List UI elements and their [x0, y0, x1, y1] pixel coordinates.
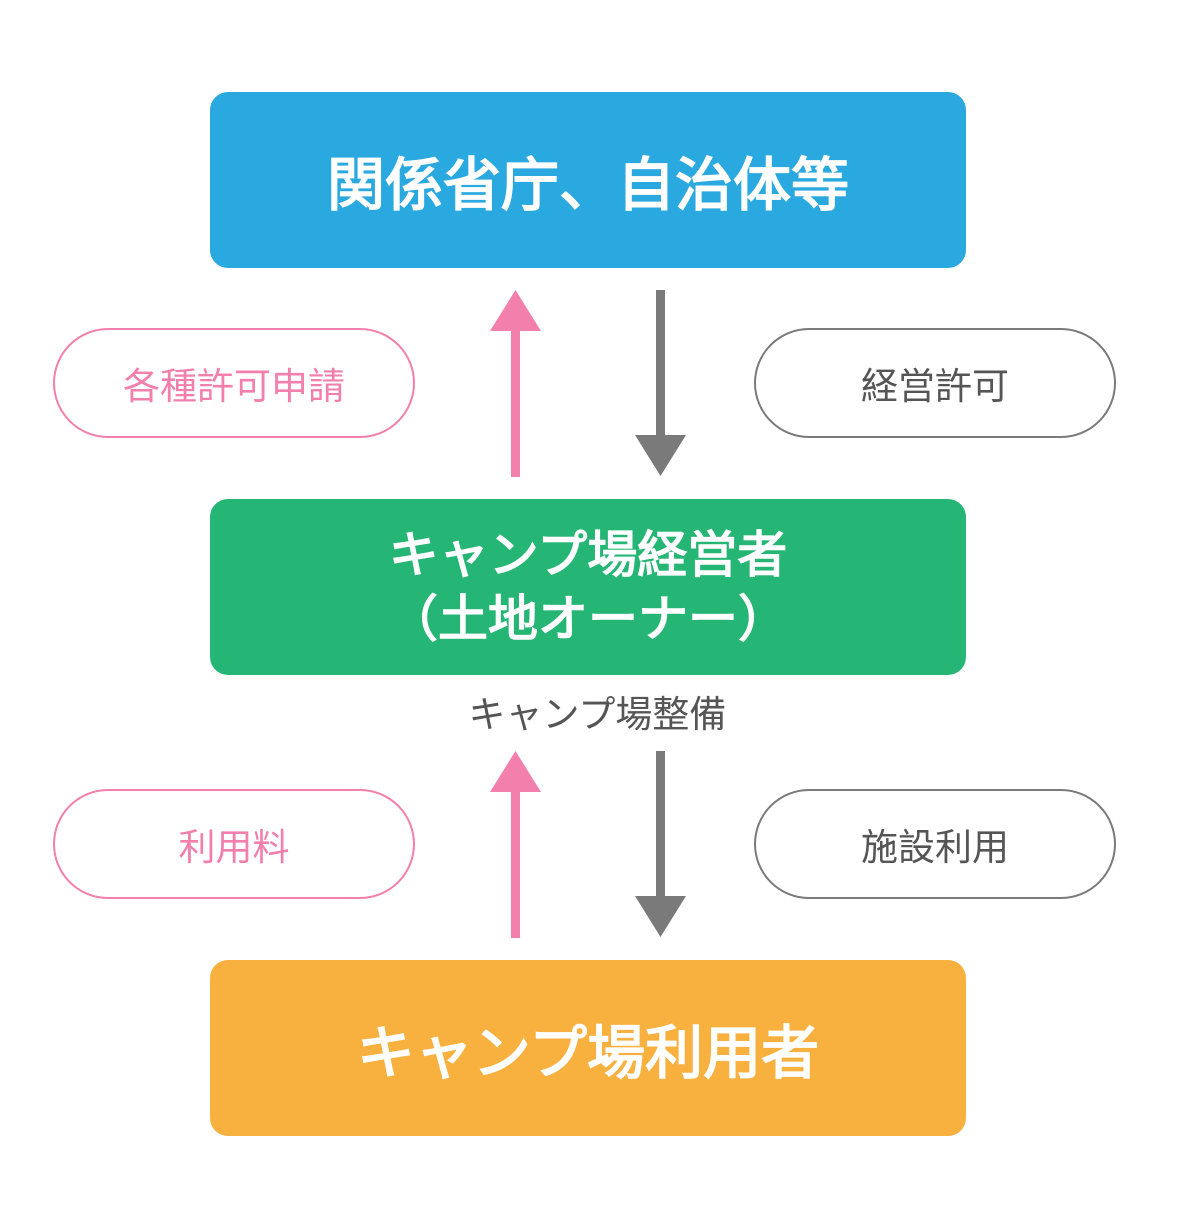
fee-label-pill: 利用料	[53, 789, 415, 899]
application-label: 各種許可申請	[123, 365, 345, 408]
operator-node-label-line1: キャンプ場経営者	[388, 526, 788, 584]
application-up-arrow	[490, 290, 541, 477]
campsite-user-node: キャンプ場利用者	[210, 960, 966, 1136]
application-label-pill: 各種許可申請	[53, 328, 415, 438]
facility-use-label: 施設利用	[861, 826, 1009, 869]
permit-label-pill: 経営許可	[754, 328, 1116, 438]
maintenance-caption: キャンプ場整備	[468, 693, 727, 736]
operator-node-label-line2: （土地オーナー）	[388, 590, 788, 648]
government-node: 関係省庁、自治体等	[210, 92, 966, 268]
government-node-label: 関係省庁、自治体等	[326, 151, 849, 219]
facility-use-down-arrow	[635, 751, 686, 937]
user-node-label: キャンプ場利用者	[356, 1019, 820, 1087]
facility-use-label-pill: 施設利用	[754, 789, 1116, 899]
fee-label: 利用料	[178, 826, 290, 869]
permit-down-arrow	[635, 290, 686, 476]
permit-label: 経営許可	[861, 365, 1009, 408]
fee-up-arrow	[490, 751, 541, 938]
campsite-operator-node: キャンプ場経営者 （土地オーナー）	[210, 499, 966, 675]
